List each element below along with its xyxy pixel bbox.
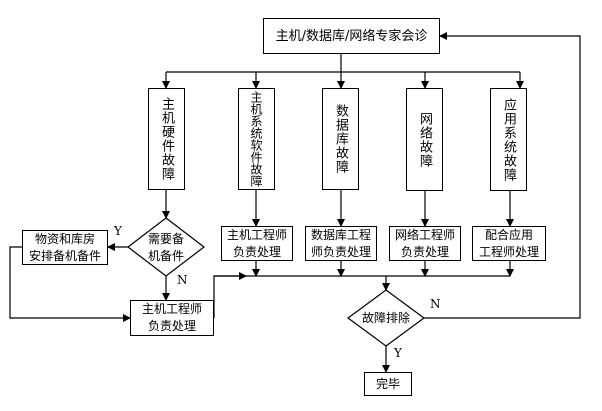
- arrow-resolved-no-loop: [424, 32, 581, 319]
- warehouse-line: 物资和库房: [34, 231, 95, 246]
- host-engineer-line: 主机工程师: [141, 302, 202, 316]
- consult-label: 主机/数据库/网络专家会诊: [275, 28, 428, 44]
- handler-line: 负责处理: [232, 244, 281, 259]
- fault-box-host-software: 主机系统软件故障: [238, 88, 275, 190]
- handler-line: 主机工程师: [226, 227, 287, 242]
- fault-label: 主机系统软件故障: [249, 91, 263, 187]
- spare-decision-text: 需要备 机备件: [136, 231, 196, 265]
- fault-label: 应用系统故障: [501, 97, 516, 182]
- fault-label: 数据库故障: [333, 104, 348, 174]
- label-spare-no: N: [177, 273, 188, 287]
- fault-box-database: 数据库故障: [322, 88, 359, 190]
- handler-line: 工程师处理: [478, 244, 539, 259]
- label-resolved-yes: Y: [394, 346, 402, 360]
- fault-box-host-hardware: 主机硬件故障: [148, 88, 185, 190]
- fault-label: 主机硬件故障: [159, 97, 174, 181]
- handler-line: 负责处理: [400, 244, 449, 259]
- handler-line: 网络工程师: [394, 227, 455, 242]
- done-box: 完毕: [364, 372, 412, 396]
- handler-line: 师负责处理: [310, 244, 371, 259]
- handler-line: 配合应用: [484, 227, 533, 242]
- fault-box-application: 应用系统故障: [490, 88, 527, 191]
- warehouse-line: 安排备机备件: [28, 248, 101, 263]
- label-resolved-no: N: [430, 297, 441, 311]
- handler-box-application: 配合应用 工程师处理: [472, 226, 546, 261]
- fault-box-network: 网络故障: [406, 88, 443, 191]
- done-label: 完毕: [375, 376, 400, 391]
- spare-decision-line: 机备件: [147, 249, 184, 263]
- resolved-decision-text: 故障排除: [352, 310, 420, 327]
- connector-host-hw-to-collector: [213, 272, 247, 318]
- warehouse-box: 物资和库房 安排备机备件: [22, 230, 108, 265]
- consult-box: 主机/数据库/网络专家会诊: [263, 18, 440, 54]
- spare-decision-line: 需要备: [147, 232, 184, 246]
- host-engineer-line: 负责处理: [147, 319, 196, 333]
- host-engineer-hw-box: 主机工程师 负责处理: [130, 300, 214, 336]
- arrow-warehouse-to-host: [9, 246, 131, 322]
- handler-box-host: 主机工程师 负责处理: [221, 226, 293, 261]
- handler-box-network: 网络工程师 负责处理: [389, 226, 461, 261]
- spare-decision-shape: [127, 217, 205, 277]
- resolved-label: 故障排除: [361, 311, 410, 325]
- handler-box-database: 数据库工程 师负责处理: [305, 226, 377, 261]
- label-spare-yes: Y: [114, 224, 122, 238]
- fault-label: 网络故障: [417, 111, 432, 168]
- handler-line: 数据库工程: [310, 227, 371, 242]
